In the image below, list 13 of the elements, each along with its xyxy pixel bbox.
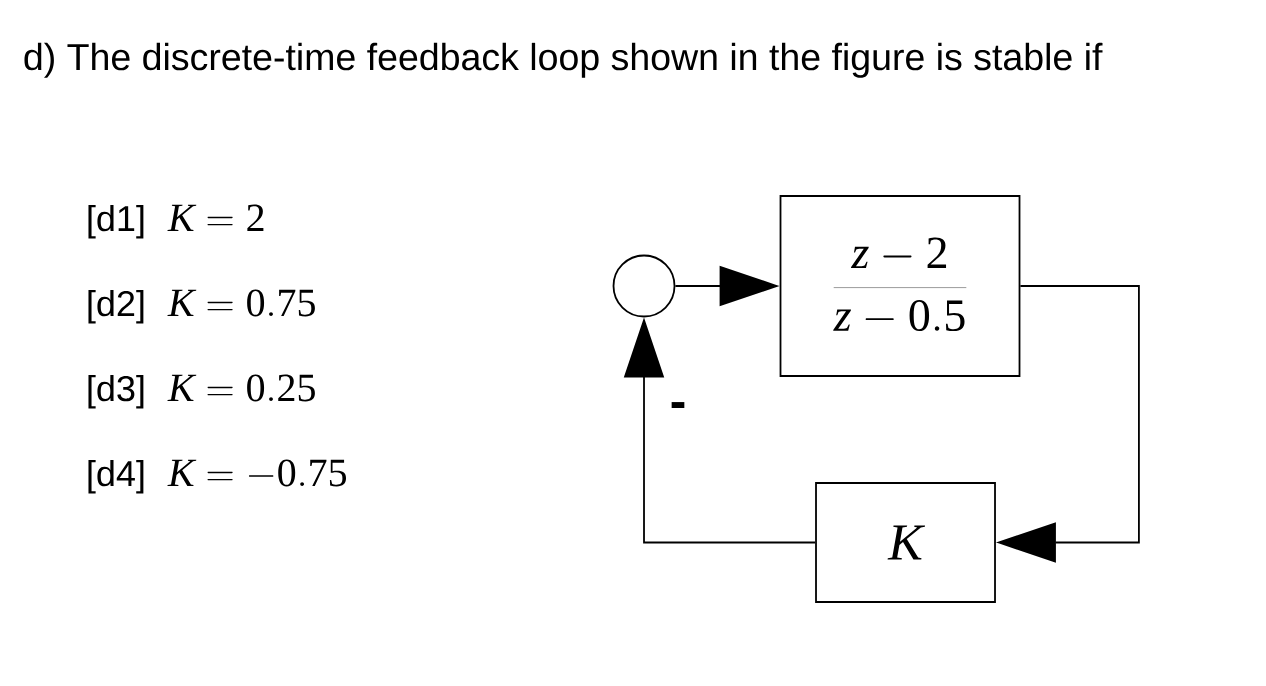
- option-label: [d2]: [88, 289, 144, 324]
- option-label: [d3]: [88, 374, 144, 409]
- option-formula: $K=0.75$: [167, 289, 315, 317]
- minus-sign: -: [671, 402, 685, 408]
- option-label: [d4]: [88, 459, 144, 494]
- gain-box: $K$: [815, 482, 996, 603]
- option-formula: $K=0.25$: [167, 374, 315, 402]
- option-label: [d1]: [88, 204, 144, 239]
- title: d) The discrete-time feedback loop shown in the figure is stable if: [24, 42, 1103, 78]
- option-formula: $K=2$: [167, 204, 264, 231]
- summing-junction: [612, 254, 676, 318]
- option-formula: $K=-0.75$: [167, 459, 346, 487]
- transfer-function-box: $\frac{z-2}{z-0.5}$: [779, 195, 1021, 377]
